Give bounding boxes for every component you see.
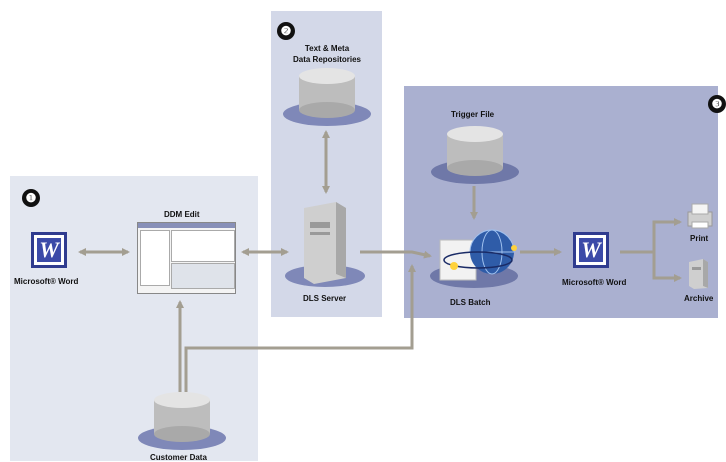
section-2-badge: ❷ bbox=[277, 22, 295, 40]
ddm-edit-window-icon bbox=[137, 222, 236, 294]
word-right-label: Microsoft® Word bbox=[562, 278, 627, 287]
word-icon-right: W bbox=[573, 232, 609, 268]
database-icon-repositories bbox=[283, 68, 371, 126]
section-1-badge: ❶ bbox=[22, 189, 40, 207]
server-icon bbox=[285, 202, 365, 287]
arrow-to-print bbox=[652, 218, 682, 252]
archive-server-icon bbox=[689, 259, 708, 289]
database-icon-customer-data bbox=[138, 392, 226, 450]
section-3-badge: ❸ bbox=[708, 95, 726, 113]
repositories-label-1: Text & Meta bbox=[304, 44, 350, 53]
trigger-file-label: Trigger File bbox=[451, 110, 495, 119]
dls-batch-icon bbox=[430, 229, 518, 288]
customer-data-label: Customer Data bbox=[150, 453, 207, 462]
dls-batch-label: DLS Batch bbox=[450, 298, 491, 307]
arrow-customer-batch bbox=[184, 264, 416, 392]
print-label: Print bbox=[690, 234, 709, 243]
arrow-to-archive bbox=[652, 252, 682, 282]
printer-icon bbox=[687, 203, 713, 229]
archive-label: Archive bbox=[684, 294, 714, 303]
ddm-edit-label: DDM Edit bbox=[164, 210, 200, 219]
repositories-label-2: Data Repositories bbox=[292, 55, 362, 64]
dls-server-label: DLS Server bbox=[303, 294, 347, 303]
word-left-label: Microsoft® Word bbox=[14, 277, 79, 286]
database-icon-trigger-file bbox=[431, 126, 519, 184]
word-icon-left: W bbox=[31, 232, 67, 268]
arrow-server-batch bbox=[360, 250, 432, 259]
